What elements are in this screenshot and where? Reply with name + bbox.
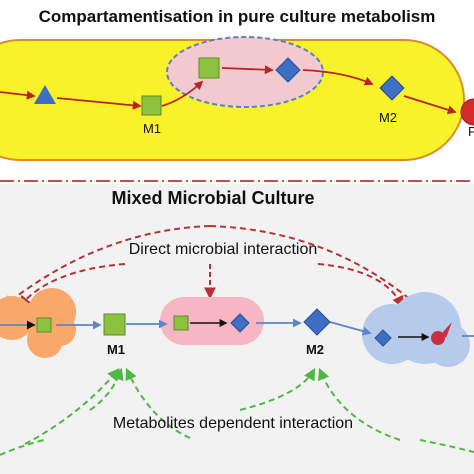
metabolite-arrow-m1-b xyxy=(89,367,124,411)
direct-interaction-label: Direct microbial interaction xyxy=(129,241,318,258)
product-label: P xyxy=(468,124,474,139)
metabolite-arrow-m2-b xyxy=(317,367,401,441)
compartment-organelle xyxy=(166,36,324,108)
flux-arrow-inner xyxy=(221,65,274,75)
m2-diamond xyxy=(379,75,405,101)
metabolite-arrow-m1-a xyxy=(24,368,120,445)
product-drop xyxy=(431,322,452,345)
metabolite-arrow-m1-c xyxy=(125,367,191,439)
bottom-panel-title: Mixed Microbial Culture xyxy=(111,188,314,208)
m1-label-bottom: M1 xyxy=(107,342,125,357)
metabolite-interaction-label: Metabolites dependent interaction xyxy=(113,415,353,432)
substrate-triangle xyxy=(34,85,56,104)
flow-arrow-to-blue xyxy=(329,321,372,336)
flux-arrow-out-compartment xyxy=(302,69,374,86)
flux-arrow-to-m1 xyxy=(56,97,142,110)
metabolite-arrow-m2-a xyxy=(239,367,316,411)
m1-label: M1 xyxy=(143,121,161,136)
direct-arrow-right-outer xyxy=(209,225,420,308)
flux-arrow-into-compartment xyxy=(161,80,204,107)
m2-label: M2 xyxy=(379,110,397,125)
flux-arrow-in xyxy=(0,90,36,100)
blue-inner-diamond xyxy=(374,329,392,347)
m2-label-bottom: M2 xyxy=(306,342,324,357)
m2-diamond-bottom xyxy=(303,308,331,336)
pink-inner-diamond xyxy=(230,313,250,333)
orange-inner-square xyxy=(36,317,52,333)
m1-square xyxy=(141,95,162,116)
pink-inner-square xyxy=(173,315,189,331)
direct-arrow-left-inner xyxy=(18,263,126,308)
pink-microbe xyxy=(160,297,264,345)
product-circle xyxy=(460,98,474,126)
top-panel-title: Compartamentisation in pure culture meta… xyxy=(39,7,436,26)
direct-arrow-right-inner xyxy=(317,263,404,309)
compartment-square xyxy=(198,57,220,79)
metabolite-curve-left xyxy=(0,439,45,456)
compartment-diamond xyxy=(275,57,301,83)
m1-square-bottom xyxy=(103,313,126,336)
metabolite-curve-right xyxy=(419,439,474,453)
flux-arrow-to-product xyxy=(403,95,457,115)
blue-microbe xyxy=(362,292,470,367)
direct-arrow-left-outer xyxy=(2,225,211,308)
